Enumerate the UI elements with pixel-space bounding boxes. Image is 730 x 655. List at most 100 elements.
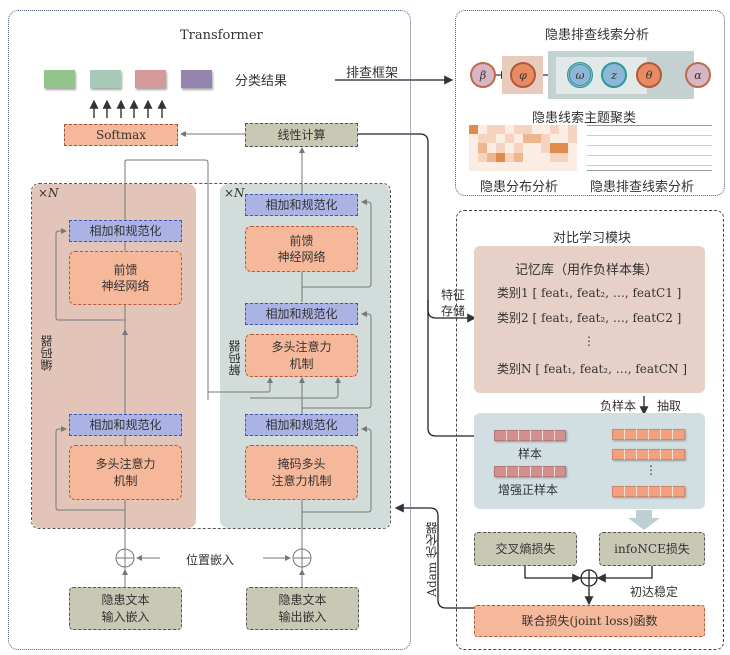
decoder-ffn: 前馈 神经网络 [245,226,358,272]
heatmap-cell [559,161,568,171]
heatmap-cell [478,134,487,144]
decoder-attention: 多头注意力 机制 [245,334,358,377]
heatmap-cell [559,152,568,162]
heatmap-cell [478,143,487,153]
heatmap-cell [559,125,568,135]
decoder-ffn-line2: 神经网络 [277,250,326,264]
node-omega: ω [567,62,593,88]
heatmap-cell [559,134,568,144]
heatmap-cell [496,143,505,153]
encoder-add-norm-top: 相加和规范化 [69,220,182,242]
heatmap-cell [568,125,577,135]
heatmap-cell [523,152,532,162]
encoder-attention-line1: 多头注意力 [95,457,156,472]
heatmap-cell [523,125,532,135]
augmented-positive-label: 增强正样本 [498,483,559,497]
heatmap-cell [496,125,505,135]
negative-bar-2 [612,449,685,460]
memory-row: 类别N [ feat₁, feat₂, …, featCN ] [497,362,688,376]
memory-row: 类别2 [ feat₁, feat₂, …, featC2 ] [497,311,682,325]
heatmap-cell [487,143,496,153]
heatmap-cell [469,125,478,135]
distribution-label: 隐患分布分析 [480,180,559,195]
sample-label: 样本 [518,447,543,461]
input-embedding-line2: 输入嵌入 [101,609,150,624]
decoder-add-norm-1: 相加和规范化 [245,194,358,216]
output-embedding-line2: 输出嵌入 [278,609,327,624]
heatmap-cell [541,152,550,162]
node-alpha: α [685,62,711,88]
heatmap-cell [541,125,550,135]
down-arrow [636,510,652,518]
decoder-ffn-line1: 前馈 [289,233,314,248]
decoder-masked-attention-line1: 掩码多头 [277,457,326,472]
framework-label: 排查框架 [346,66,399,81]
output-embedding-box: 隐患文本 输出嵌入 [246,587,359,630]
memory-row: ⋮ [583,334,595,348]
decoder-repeat: ×N [224,186,245,200]
heatmap-cell [505,152,514,162]
node-theta: θ [636,62,662,88]
heatmap-cell [496,152,505,162]
joint-loss-box: 联合损失(joint loss)函数 [474,605,705,637]
heatmap-cell [532,134,541,144]
heatmap-cell [487,125,496,135]
analysis-title: 隐患排查线索分析 [545,28,650,43]
positional-embedding-label: 位置嵌入 [186,553,235,567]
heatmap-cell [523,143,532,153]
extract-label: 抽取 [657,399,682,413]
decoder-add-norm-3: 相加和规范化 [245,414,358,436]
stable-label: 初达稳定 [630,585,679,599]
heatmap-cell [469,143,478,153]
heatmap-cell [568,152,577,162]
heatmap-cell [478,161,487,171]
input-embedding-box: 隐患文本 输入嵌入 [69,587,182,630]
decoder-masked-attention-line2: 注意力机制 [271,473,332,488]
heatmap-cell [550,143,559,153]
heatmap-cell [541,161,550,171]
clue-analysis-label: 隐患排查线索分析 [590,180,695,195]
class-tile-4 [181,70,212,88]
heatmap-cell [550,134,559,144]
contrastive-title: 对比学习模块 [553,231,632,246]
heatmap-cell [568,134,577,144]
softmax-box: Softmax [64,124,178,146]
decoder-add-norm-2: 相加和规范化 [245,303,358,325]
heatmap-cell [487,161,496,171]
heatmap-cell [550,161,559,171]
heatmap-cell [496,161,505,171]
encoder-ffn-line2: 神经网络 [101,279,150,293]
class-tile-3 [135,70,166,88]
feature-store-label: 特征 存储 [441,287,465,319]
analysis-panel [455,10,725,196]
linear-box: 线性计算 [245,123,358,147]
heatmap-cell [523,134,532,144]
encoder-attention-line2: 机制 [113,473,138,488]
heatmap-cell [532,125,541,135]
heatmap-cell [514,125,523,135]
feature-store-line1: 特征 [441,288,466,302]
heatmap-cell [478,125,487,135]
encoder-add-norm-bottom: 相加和规范化 [69,414,182,436]
distribution-heatmap [469,125,577,171]
output-embedding-line1: 隐患文本 [278,593,327,608]
decoder-label: 解码器 [228,340,242,376]
negative-bar-3 [612,486,685,497]
encoder-ffn: 前馈 神经网络 [69,251,182,305]
clue-table [587,125,712,171]
sample-bar [494,430,566,441]
heatmap-cell [505,161,514,171]
heatmap-cell [514,134,523,144]
memory-title: 记忆库（用作负样本集） [515,263,659,278]
contrastive-panel [456,210,724,650]
infonce-box: infoNCE损失 [599,532,705,566]
encoder-ffn-line1: 前馈 [113,262,138,277]
augmented-bar [494,466,566,477]
heatmap-cell [487,152,496,162]
class-tile-1 [44,70,75,88]
transformer-panel [8,10,411,650]
heatmap-cell [541,143,550,153]
encoder-label: 编码器 [40,335,54,371]
down-arrow-head [628,518,660,530]
heatmap-cell [478,152,487,162]
